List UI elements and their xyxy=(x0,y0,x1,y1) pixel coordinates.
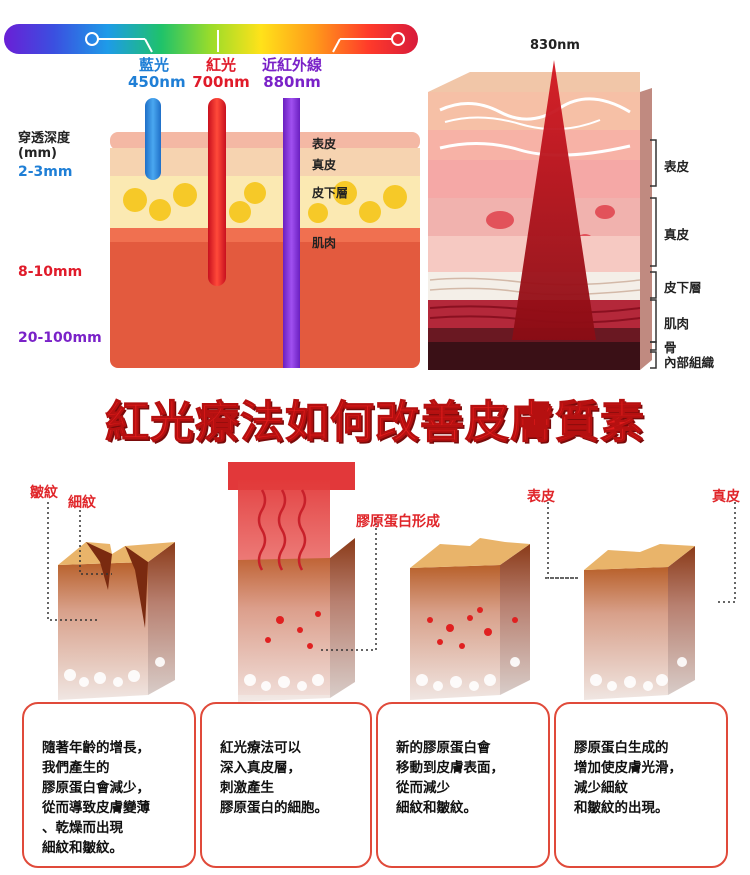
skin-block-illustrations xyxy=(47,462,736,702)
skin-block-smooth xyxy=(584,544,695,700)
near-infrared-label: 近紅外線 880nm xyxy=(250,57,334,91)
830nm-beam-cone xyxy=(512,60,596,340)
red-light-label: 紅光 700nm xyxy=(190,57,252,91)
depth-near-infrared: 20-100mm xyxy=(18,330,102,346)
depth-red: 8-10mm xyxy=(18,264,83,280)
page-title: 紅光療法如何改善皮膚質素 xyxy=(105,397,645,449)
red-light-beam xyxy=(208,98,226,286)
card-smooth-skin-text: 膠原蛋白生成的 增加使皮膚光滑， 減少細紋 和皺紋的出現。 xyxy=(574,740,682,816)
card-aging: 隨著年齡的增長， 我們產生的 膠原蛋白會減少， 從而導致皮膚變薄 、乾燥而出現 … xyxy=(22,702,196,868)
right-layer-brackets xyxy=(650,139,657,369)
skin-block-aging xyxy=(58,542,175,700)
penetration-heading: 穿透深度 (mm) xyxy=(18,131,70,161)
penetration-heading-line2: (mm) xyxy=(18,146,57,161)
callout-epidermis: 表皮 xyxy=(527,489,555,505)
right-layer-bone: 骨 xyxy=(664,340,677,355)
callout-lines xyxy=(47,502,736,651)
blue-light-beam xyxy=(145,98,161,180)
callout-dermis: 真皮 xyxy=(712,489,740,505)
callout-collagen-formation: 膠原蛋白形成 xyxy=(356,514,440,530)
card-collagen-moves: 新的膠原蛋白會 移動到皮膚表面， 從而減少 細紋和皺紋。 xyxy=(376,702,550,868)
blue-light-name: 藍光 xyxy=(138,56,169,74)
red-light-name: 紅光 xyxy=(205,56,236,74)
skin-block-collagen-moving xyxy=(410,538,530,700)
right-layer-subcutaneous: 皮下層 xyxy=(664,280,702,295)
blue-light-wavelength: 450nm xyxy=(128,73,186,91)
penetration-heading-line1: 穿透深度 xyxy=(18,131,71,146)
left-layer-muscle: 肌肉 xyxy=(312,236,337,250)
left-layer-epidermis: 表皮 xyxy=(312,137,337,151)
callout-fine-line: 細紋 xyxy=(68,495,96,511)
red-light-wavelength: 700nm xyxy=(192,73,250,91)
card-aging-text: 隨著年齡的增長， 我們產生的 膠原蛋白會減少， 從而導致皮膚變薄 、乾燥而出現 … xyxy=(42,740,150,856)
near-infrared-wavelength: 880nm xyxy=(263,73,321,91)
skin-block-red-light xyxy=(228,462,355,702)
card-red-light: 紅光療法可以 深入真皮層， 刺激產生 膠原蛋白的細胞。 xyxy=(200,702,372,868)
beam-830nm-label: 830nm xyxy=(530,38,580,53)
card-smooth-skin: 膠原蛋白生成的 增加使皮膚光滑， 減少細紋 和皺紋的出現。 xyxy=(554,702,728,868)
depth-blue: 2-3mm xyxy=(18,164,73,180)
card-collagen-moves-text: 新的膠原蛋白會 移動到皮膚表面， 從而減少 細紋和皺紋。 xyxy=(396,740,504,816)
card-red-light-text: 紅光療法可以 深入真皮層， 刺激產生 膠原蛋白的細胞。 xyxy=(220,740,328,816)
near-infrared-beam xyxy=(283,98,300,368)
right-layer-dermis: 真皮 xyxy=(664,227,690,242)
spectrum-bar xyxy=(4,24,418,54)
left-layer-dermis: 真皮 xyxy=(312,158,337,172)
right-layer-muscle: 肌肉 xyxy=(664,316,690,331)
callout-wrinkle: 皺紋 xyxy=(30,485,58,501)
top-illustration xyxy=(4,24,657,370)
right-layer-internal-tissue: 內部組織 xyxy=(664,355,715,370)
right-layer-epidermis: 表皮 xyxy=(664,159,690,174)
near-infrared-name: 近紅外線 xyxy=(261,56,322,74)
left-skin-diagram xyxy=(110,132,420,368)
left-layer-subcutaneous: 皮下層 xyxy=(312,186,349,200)
blue-light-label: 藍光 450nm xyxy=(128,56,186,91)
